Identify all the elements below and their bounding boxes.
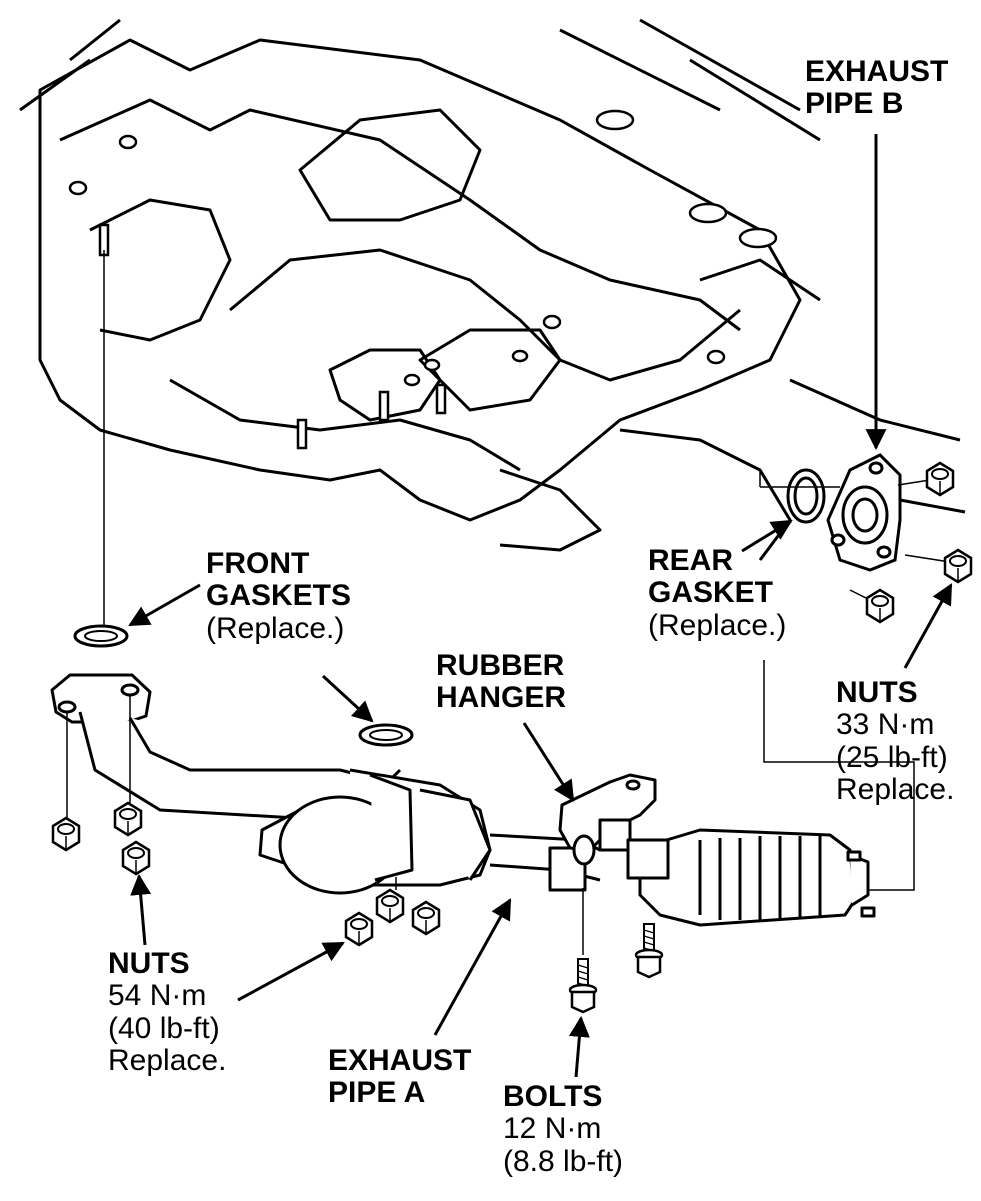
label-nuts-rear-torque-nm: 33 N·m [836, 708, 935, 742]
label-rear-gasket: REAR GASKET (Replace.) [648, 544, 787, 642]
label-bolts: BOLTS 12 N·m (8.8 lb-ft) [503, 1080, 624, 1178]
label-exhaust-pipe-b-line1: EXHAUST [805, 55, 949, 88]
label-exhaust-pipe-a-line2: PIPE A [328, 1076, 426, 1110]
exhaust-pipe-b-flange [826, 453, 966, 572]
subframe-studs [98, 223, 447, 450]
mid-nut-3 [344, 911, 374, 947]
label-nuts-rear: NUTS 33 N·m (25 lb-ft) Replace. [836, 676, 955, 807]
label-rear-gasket-note: (Replace.) [648, 608, 787, 642]
rear-nut-3 [865, 588, 895, 624]
label-exhaust-pipe-b-line2: PIPE B [805, 87, 904, 121]
underbody-holes [68, 109, 778, 387]
mid-nut-2 [411, 900, 441, 936]
front-gasket-1 [73, 624, 129, 648]
leader-arrows [128, 134, 953, 1078]
label-rubber-hanger-line1: RUBBER [436, 649, 565, 682]
label-rear-gasket-line2: GASKET [648, 576, 774, 610]
label-nuts-rear-note: Replace. [836, 773, 955, 807]
bolt-1 [568, 957, 598, 1014]
rubber-hanger-part [558, 773, 670, 880]
rear-nut-2 [943, 548, 973, 584]
label-exhaust-pipe-a: EXHAUST PIPE A [328, 1044, 472, 1110]
label-front-gaskets: FRONT GASKETS (Replace.) [206, 547, 352, 645]
label-bolts-torque-nm: 12 N·m [503, 1112, 602, 1146]
rear-gasket-part [786, 468, 826, 524]
label-exhaust-pipe-a-line1: EXHAUST [328, 1044, 472, 1077]
label-rear-gasket-line1: REAR [648, 544, 734, 577]
exhaust-pipe-a [50, 673, 876, 927]
label-front-gaskets-line1: FRONT [206, 547, 310, 580]
label-exhaust-pipe-b: EXHAUST PIPE B [805, 55, 949, 121]
label-front-gaskets-line2: GASKETS [206, 579, 352, 613]
label-nuts-front-title: NUTS [108, 947, 190, 980]
front-nut-3 [121, 840, 151, 876]
alignment-lines [66, 250, 584, 955]
label-nuts-front-torque-lbft: (40 lb-ft) [108, 1011, 220, 1045]
label-nuts-rear-torque-lbft: (25 lb-ft) [836, 740, 948, 774]
label-nuts-front-torque-nm: 54 N·m [108, 979, 207, 1013]
label-nuts-rear-title: NUTS [836, 676, 918, 709]
label-bolts-torque-lbft: (8.8 lb-ft) [503, 1144, 624, 1178]
front-nut-2 [113, 801, 143, 837]
front-nut-1 [51, 816, 81, 852]
label-rubber-hanger: RUBBER HANGER [436, 649, 567, 715]
label-nuts-front: NUTS 54 N·m (40 lb-ft) Replace. [108, 947, 227, 1078]
front-gasket-2 [358, 723, 414, 747]
bolt-2 [634, 922, 664, 979]
mid-nut-1 [375, 888, 405, 924]
label-front-gaskets-note: (Replace.) [206, 611, 345, 645]
label-rubber-hanger-line2: HANGER [436, 681, 567, 715]
rear-nut-1 [925, 461, 955, 497]
label-bolts-title: BOLTS [503, 1080, 603, 1113]
label-nuts-front-note: Replace. [108, 1044, 227, 1078]
